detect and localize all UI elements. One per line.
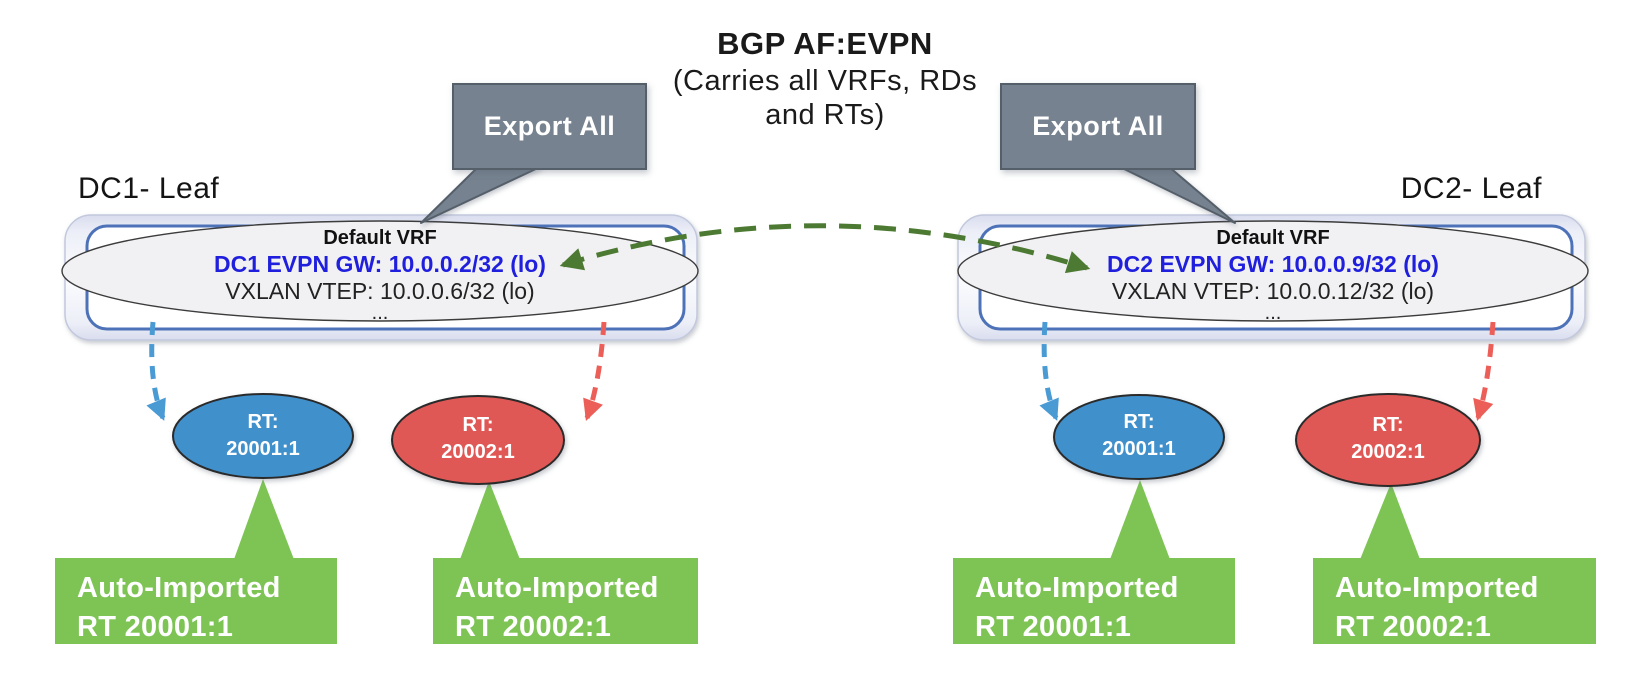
dc2-vrf-ellipsis: ... — [1264, 302, 1282, 324]
bgp-evpn-session-arrow — [559, 223, 1091, 274]
auto-import-line2: RT 20002:1 — [455, 611, 612, 643]
dc1-rt20002-ellipse — [391, 395, 565, 485]
dc1-rt20001-arrow — [146, 321, 166, 421]
dc2-vrf-text: Default VRF DC2 EVPN GW: 10.0.0.9/32 (lo… — [963, 226, 1583, 324]
auto-import-callout-dc1-rt20002: Auto-Imported RT 20002:1 — [433, 558, 698, 644]
auto-import-callout-dc1-rt20001: Auto-Imported RT 20001:1 — [55, 558, 337, 644]
auto-import-line2: RT 20002:1 — [1335, 611, 1492, 643]
dc2-rt20002-arrow — [1473, 321, 1496, 422]
diagram-title-block: BGP AF:EVPN (Carries all VRFs, RDs and R… — [520, 24, 1130, 132]
export-all-label-dc2: Export All — [1032, 111, 1164, 141]
auto-import-line1: Auto-Imported — [455, 572, 659, 604]
dc1-vrf-text: Default VRF DC1 EVPN GW: 10.0.0.2/32 (lo… — [70, 226, 690, 324]
auto-import-line1: Auto-Imported — [1335, 572, 1539, 604]
dc2-rt20002-label: RT: 20002:1 — [1296, 412, 1480, 466]
dc1-vrf-ellipsis: ... — [371, 302, 389, 324]
dc1-leaf-label: DC1- Leaf — [78, 172, 220, 205]
dc2-vrf-title: Default VRF — [1216, 227, 1330, 249]
dc1-evpn-gw-address: DC1 EVPN GW: 10.0.0.2/32 (lo) — [214, 251, 546, 277]
rt-line1: RT: — [1123, 411, 1155, 433]
rt-line1: RT: — [462, 414, 494, 436]
rt-line2: 20001:1 — [226, 438, 300, 460]
import-callout-tail-2 — [459, 481, 521, 562]
export-all-callout-dc1: Export All — [452, 83, 647, 170]
diagram-subtitle-line2: and RTs) — [765, 99, 885, 131]
dc2-evpn-gw-address: DC2 EVPN GW: 10.0.0.9/32 (lo) — [1107, 251, 1439, 277]
dc2-rt20001-ellipse — [1053, 394, 1225, 480]
diagram-subtitle-line1: (Carries all VRFs, RDs — [672, 65, 978, 97]
rt-line1: RT: — [1372, 414, 1404, 436]
diagram-title: BGP AF:EVPN — [717, 26, 933, 61]
rt-line1: RT: — [247, 411, 279, 433]
dc1-vxlan-vtep-address: VXLAN VTEP: 10.0.0.6/32 (lo) — [225, 278, 535, 304]
auto-import-callout-dc2-rt20002: Auto-Imported RT 20002:1 — [1313, 558, 1596, 644]
dc1-rt20001-ellipse — [172, 393, 354, 479]
dc1-rt20002-arrow — [583, 321, 607, 421]
auto-import-line2: RT 20001:1 — [975, 611, 1132, 643]
dc2-leaf-label: DC2- Leaf — [1400, 172, 1542, 205]
rt-line2: 20001:1 — [1102, 438, 1176, 460]
export-all-label-dc1: Export All — [483, 111, 616, 141]
dc1-vrf-title: Default VRF — [323, 227, 437, 249]
dc2-leaf-box — [957, 214, 1589, 341]
dc2-rt20001-label: RT: 20001:1 — [1054, 409, 1224, 463]
dc1-rt20001-label: RT: 20001:1 — [173, 409, 353, 463]
auto-import-callout-dc2-rt20001: Auto-Imported RT 20001:1 — [953, 558, 1235, 644]
import-callout-tail-1 — [233, 479, 295, 562]
export-all-callout-dc2: Export All — [1000, 83, 1196, 170]
dc2-rt20001-arrow — [1039, 321, 1059, 421]
dc1-leaf-box — [61, 214, 699, 341]
dc1-rt20002-label: RT: 20002:1 — [392, 412, 564, 466]
auto-import-line1: Auto-Imported — [77, 572, 281, 604]
import-callout-tail-3 — [1109, 480, 1171, 562]
rt-line2: 20002:1 — [441, 441, 515, 463]
auto-import-line2: RT 20001:1 — [77, 611, 234, 643]
auto-import-line1: Auto-Imported — [975, 572, 1179, 604]
rt-line2: 20002:1 — [1351, 441, 1425, 463]
dc2-rt20002-ellipse — [1295, 393, 1481, 487]
import-callout-tail-4 — [1359, 483, 1421, 562]
dc2-vxlan-vtep-address: VXLAN VTEP: 10.0.0.12/32 (lo) — [1111, 278, 1435, 304]
